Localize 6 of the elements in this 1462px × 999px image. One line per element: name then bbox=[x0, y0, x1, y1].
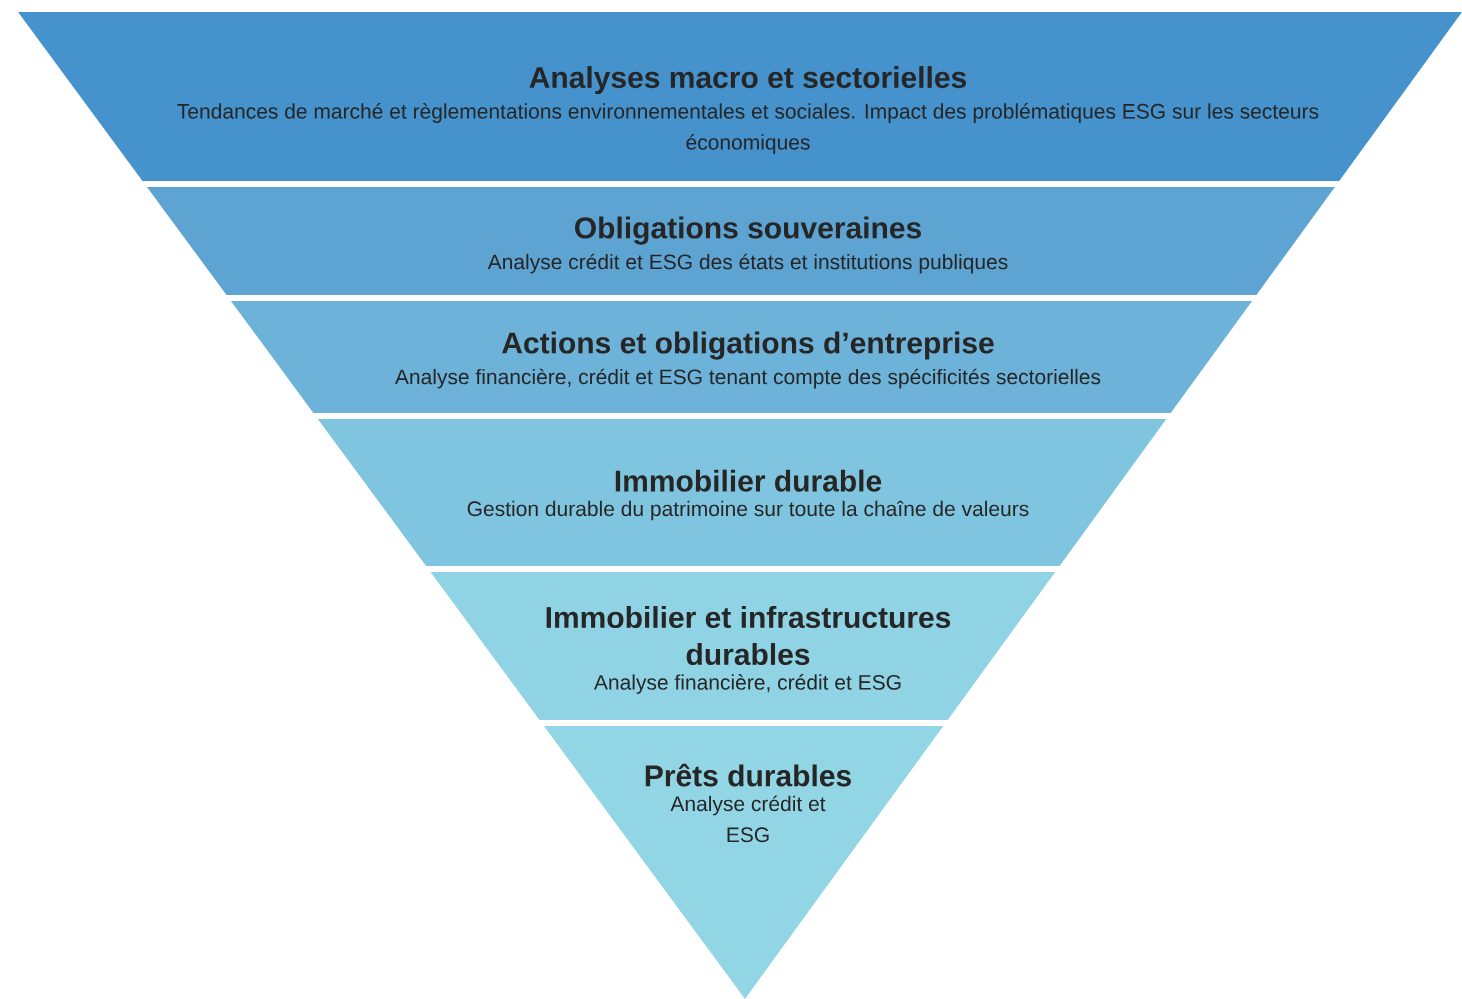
funnel-band: Immobilier durable Gestion durable du patrimoine sur toute la chaîne de valeurs bbox=[317, 419, 1167, 566]
funnel-band: Prêts durables Analyse crédit et ESG bbox=[543, 726, 944, 999]
funnel-band: Analyses macro et sectorielles Tendances de marché et règlementations environnementales et sociales. Impact des problématiques ESG sur les secteurs économiques bbox=[18, 12, 1462, 181]
funnel-band: Obligations souveraines Analyse crédit et ESG des états et institutions publiques bbox=[146, 187, 1335, 295]
funnel-band: Immobilier et infrastructures durables Analyse financière, crédit et ESG bbox=[430, 572, 1056, 720]
funnel-band: Actions et obligations d’entreprise Analyse financière, crédit et ESG tenant compte des spécificités sectorielles bbox=[230, 301, 1253, 413]
